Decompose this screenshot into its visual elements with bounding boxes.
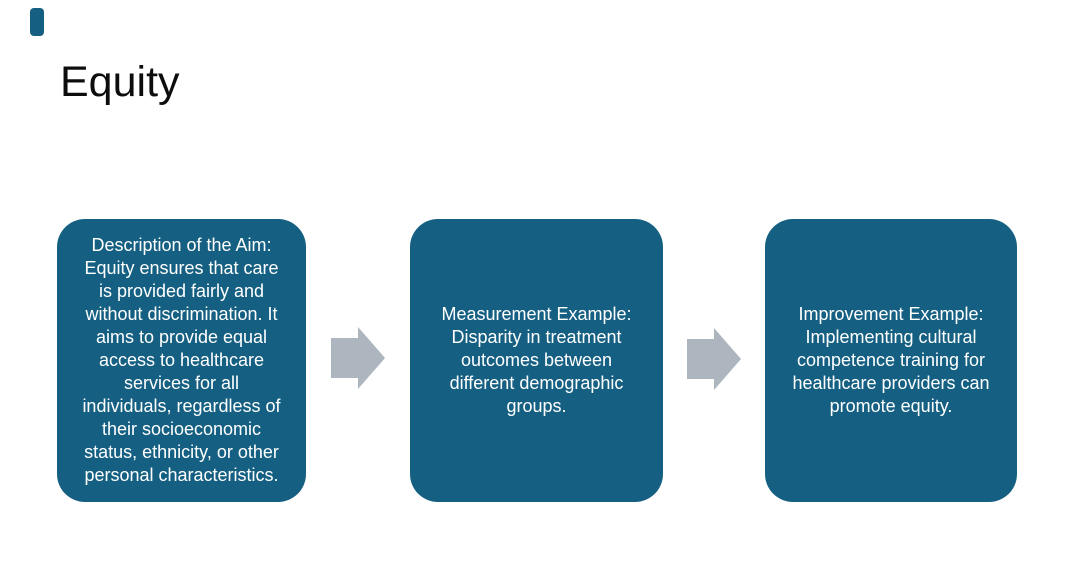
accent-bar-shape — [30, 8, 44, 36]
flow-box-description: Description of the Aim: Equity ensures t… — [57, 219, 306, 502]
flow-box-description-text: Description of the Aim: Equity ensures t… — [82, 235, 281, 485]
right-arrow-icon — [687, 328, 741, 390]
flow-box-measurement-text: Measurement Example: Disparity in treatm… — [441, 304, 632, 416]
flow-box-measurement: Measurement Example: Disparity in treatm… — [410, 219, 663, 502]
slide-title: Equity — [60, 58, 180, 106]
right-arrow-shape — [687, 328, 741, 390]
flow-box-improvement-text: Improvement Example: Implementing cultur… — [792, 304, 990, 416]
right-arrow-icon — [331, 327, 385, 389]
right-arrow-shape — [331, 327, 385, 389]
flow-box-improvement: Improvement Example: Implementing cultur… — [765, 219, 1017, 502]
